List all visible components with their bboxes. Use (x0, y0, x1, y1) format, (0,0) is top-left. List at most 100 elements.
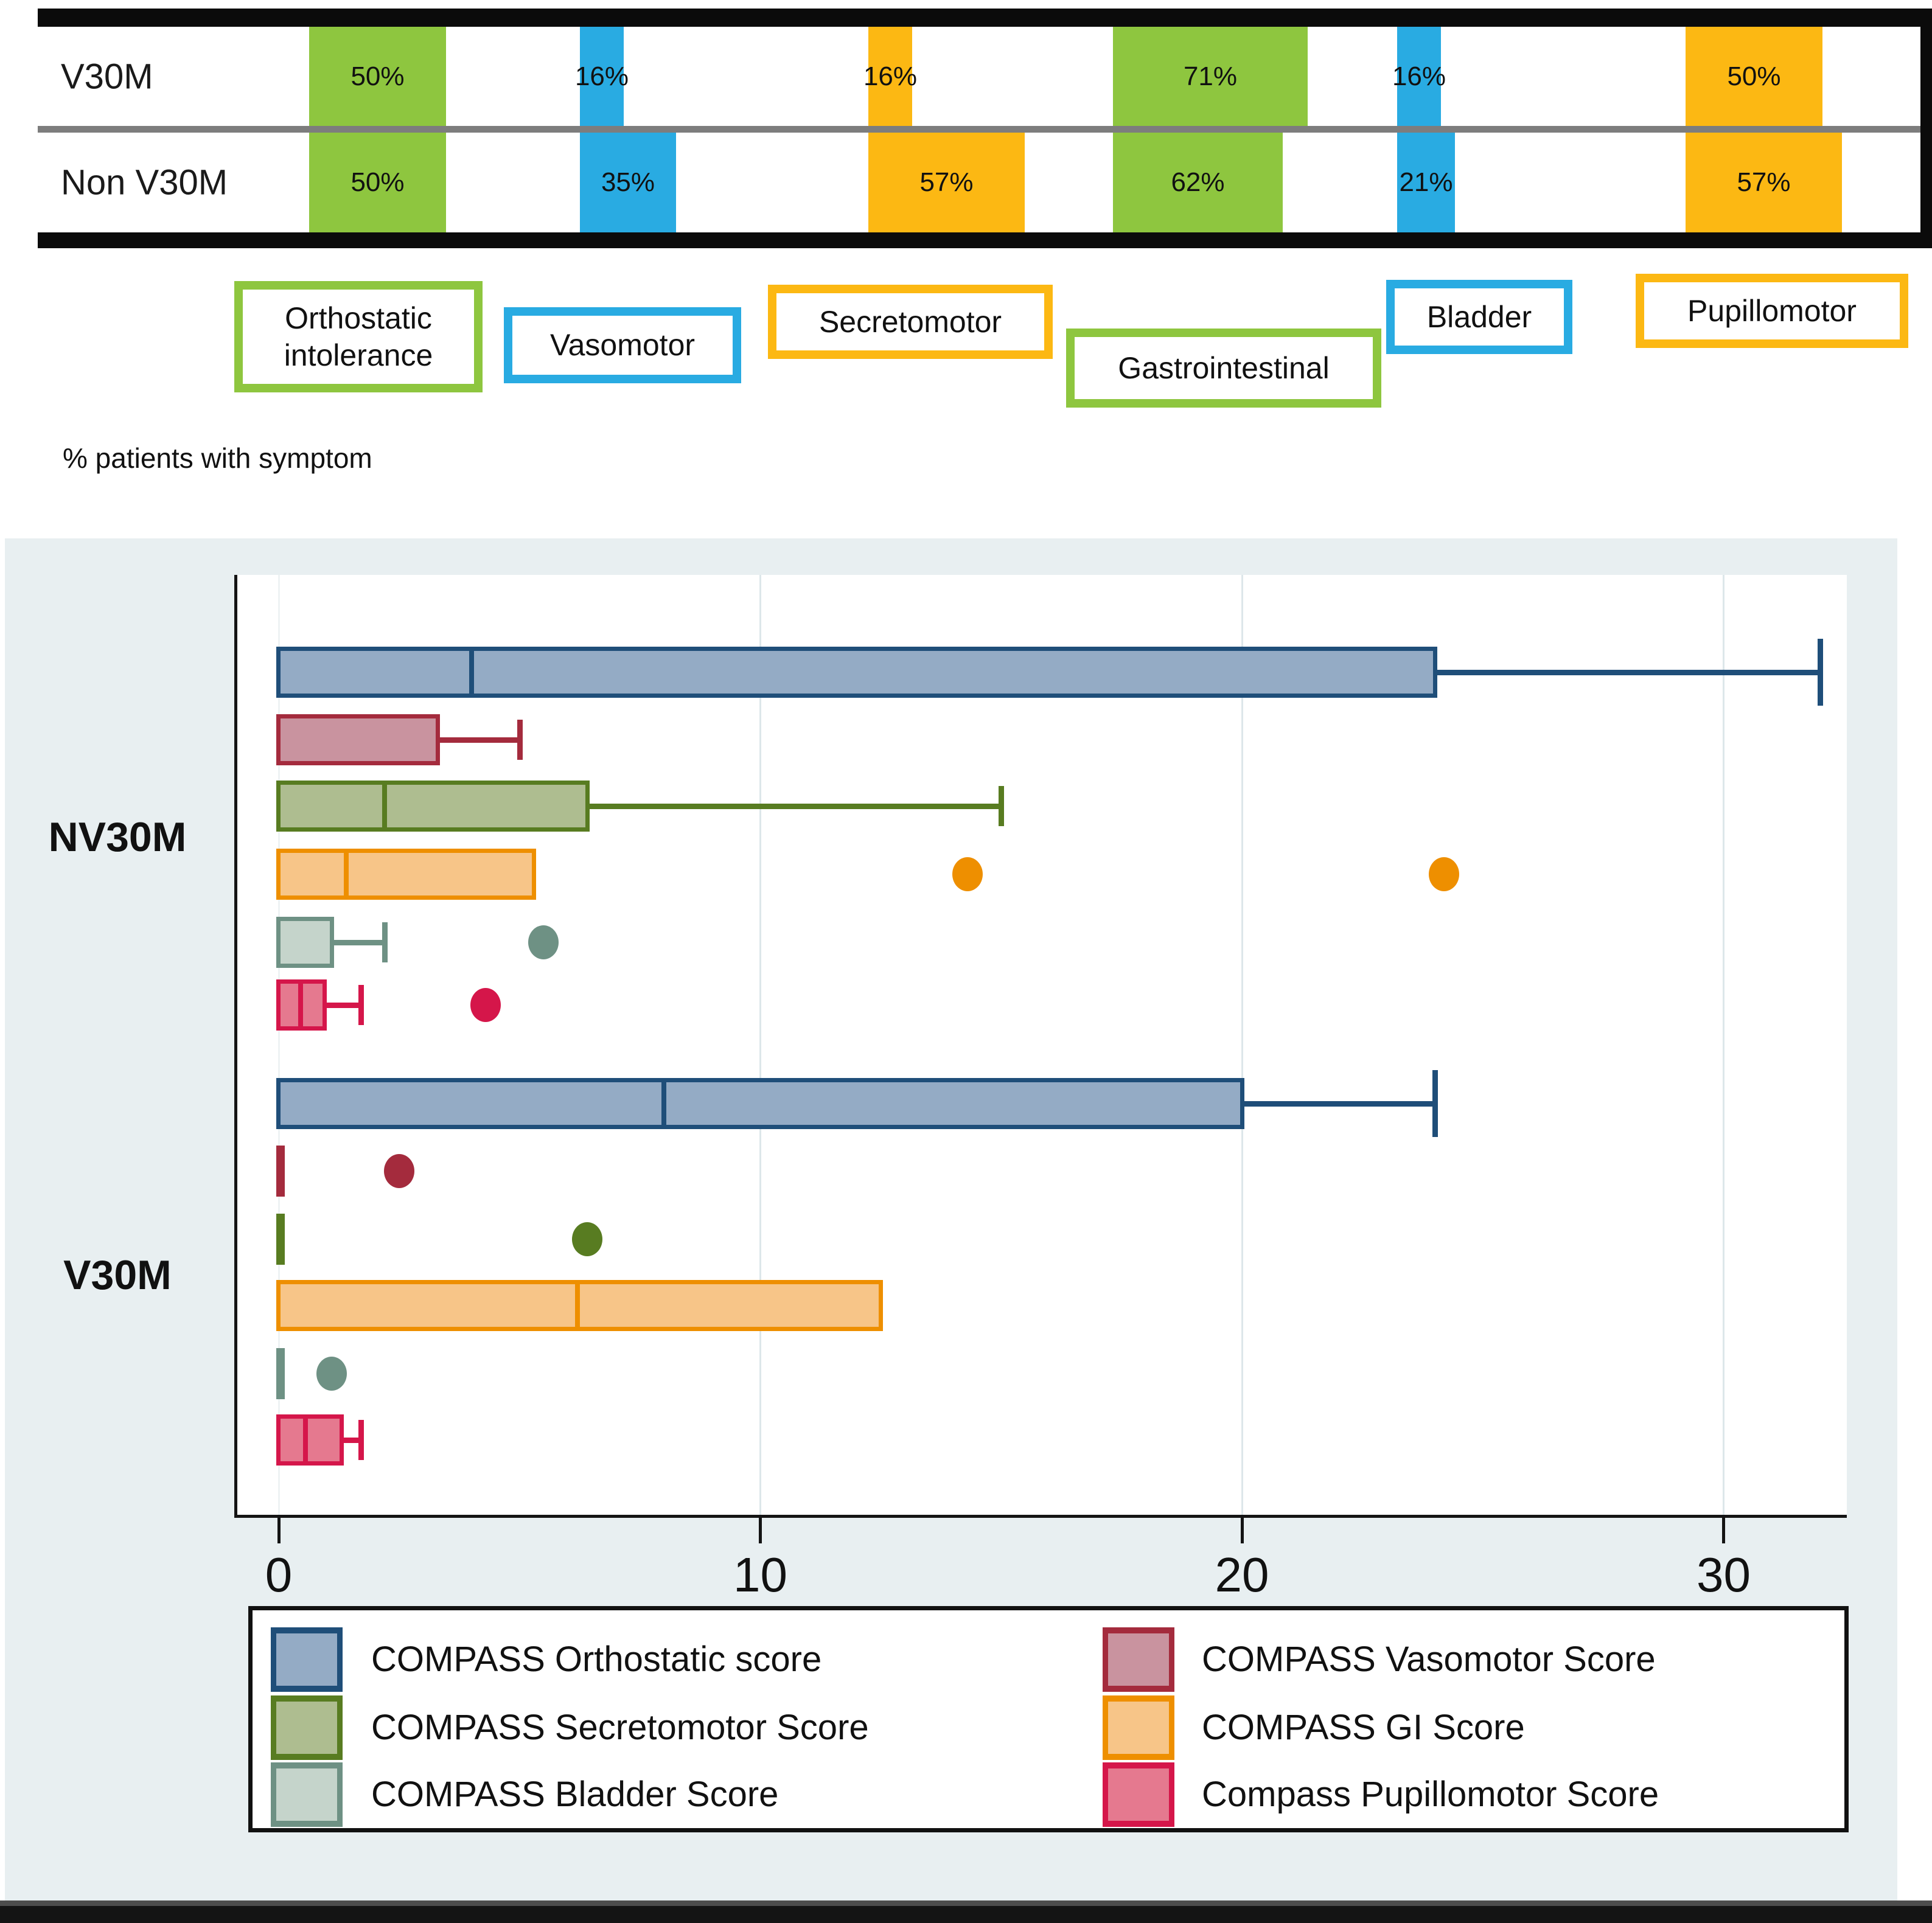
symptom-bar-1-non-v30m: 35% (580, 133, 676, 232)
box-nv30m-compass-bladder-score (276, 917, 335, 968)
box-nv30m-compass-gi-score (276, 849, 537, 900)
x-tick-0 (277, 1518, 281, 1543)
whisker-cap-v30m-compass-orthostatic-score (1432, 1070, 1438, 1137)
box-nv30m-compass-vasomotor-score (276, 714, 441, 765)
median-nv30m-compass-orthostatic-score (469, 647, 474, 698)
whisker-nv30m-compass-vasomotor-score (438, 737, 520, 743)
gridline-x30 (1723, 575, 1725, 1515)
symptom-bar-3-non-v30m: 62% (1113, 133, 1283, 232)
legend-box-orthostatic-intolerance: Orthostatic intolerance (234, 281, 483, 392)
box-nv30m-compass-secretomotor-score (276, 781, 590, 832)
legend-box-gastrointestinal: Gastrointestinal (1066, 329, 1381, 408)
symptom-bar-value: 50% (350, 167, 405, 197)
legend-swatch-compass-gi-score (1103, 1695, 1174, 1760)
whisker-cap-nv30m-compass-vasomotor-score (517, 720, 523, 760)
box-nv30m-compass-orthostatic-score (276, 647, 1437, 698)
whisker-nv30m-compass-secretomotor-score (587, 804, 1002, 809)
legend-box-label: Pupillomotor (1687, 293, 1857, 328)
median-nv30m-compass-pupillomotor-score (298, 979, 303, 1031)
gridline-x0 (277, 575, 280, 1515)
legend-label-compass-bladder-score: COMPASS Bladder Score (371, 1775, 779, 1814)
legend-box-secretomotor: Secretomotor (768, 285, 1053, 359)
symptom-bar-value: 50% (1727, 61, 1781, 91)
outlier-nv30m-compass-gi-score-0 (952, 857, 983, 891)
table-row-v30m: V30M 50% 16% 16% 71% 16% 50% (38, 27, 1920, 126)
row-label-v30m: V30M (61, 57, 153, 96)
symptom-bar-4-v30m: 16% (1392, 27, 1446, 126)
legend-label-compass-secretomotor-score: COMPASS Secretomotor Score (371, 1708, 869, 1747)
symptom-bar-0-non-v30m: 50% (309, 133, 446, 232)
x-tick-30 (1722, 1518, 1725, 1543)
x-tick-label-30: 30 (1697, 1548, 1751, 1602)
x-tick-10 (759, 1518, 762, 1543)
median-nv30m-compass-secretomotor-score (382, 781, 388, 832)
gridline-x20 (1241, 575, 1243, 1515)
figure-bottom-bar-highlight (0, 1900, 1932, 1906)
legend-swatch-compass-pupillomotor-score (1103, 1762, 1174, 1827)
legend-box-label: Vasomotor (549, 328, 696, 362)
legend-swatch-compass-secretomotor-score (271, 1695, 343, 1760)
median-v30m-compass-pupillomotor-score (302, 1414, 308, 1466)
box-v30m-compass-secretomotor-score (276, 1214, 285, 1265)
symptom-bar-0-v30m: 50% (309, 27, 446, 126)
symptom-bar-value: 16% (1392, 61, 1446, 91)
box-v30m-compass-pupillomotor-score (276, 1414, 344, 1466)
symptom-bar-value: 62% (1171, 167, 1225, 197)
outlier-v30m-compass-bladder-score-0 (316, 1357, 347, 1391)
outlier-nv30m-compass-gi-score-1 (1429, 857, 1460, 891)
boxplot-plot-area (234, 575, 1847, 1518)
group-label-nv30m: NV30M (48, 814, 187, 860)
box-v30m-compass-vasomotor-score (276, 1146, 285, 1197)
whisker-v30m-compass-pupillomotor-score (341, 1438, 361, 1443)
symptom-bar-value: 35% (601, 167, 655, 197)
row-label-non-v30m: Non V30M (61, 162, 228, 203)
symptom-bar-value: 71% (1183, 61, 1238, 91)
symptom-bar-value: 57% (919, 167, 974, 197)
outlier-v30m-compass-secretomotor-score-0 (571, 1222, 602, 1256)
symptom-bar-2-v30m: 16% (863, 27, 917, 126)
symptom-bar-3-v30m: 71% (1113, 27, 1308, 126)
symptom-bar-4-non-v30m: 21% (1397, 133, 1455, 232)
legend-swatch-compass-orthostatic-score (271, 1627, 343, 1692)
table-top-border (38, 9, 1932, 27)
outlier-nv30m-compass-pupillomotor-score-0 (470, 988, 501, 1022)
symptom-bar-value: 50% (350, 61, 405, 91)
outlier-nv30m-compass-bladder-score-0 (528, 925, 559, 959)
symptom-bar-5-non-v30m: 57% (1686, 133, 1842, 232)
symptom-bar-1-v30m: 16% (575, 27, 629, 126)
box-v30m-compass-bladder-score (276, 1348, 285, 1399)
symptom-bar-2-non-v30m: 57% (868, 133, 1025, 232)
median-v30m-compass-gi-score (574, 1280, 580, 1331)
median-nv30m-compass-gi-score (343, 849, 349, 900)
legend-label-compass-orthostatic-score: COMPASS Orthostatic score (371, 1640, 822, 1679)
symptom-bar-value: 21% (1399, 167, 1453, 197)
legend-box-label: Orthostatic intolerance (284, 301, 433, 372)
whisker-nv30m-compass-bladder-score (332, 940, 385, 945)
legend-swatch-compass-bladder-score (271, 1762, 343, 1827)
group-label-v30m: V30M (63, 1252, 172, 1298)
symptom-bar-value: 16% (863, 61, 918, 91)
legend-box-pupillomotor: Pupillomotor (1636, 274, 1908, 348)
legend-box-vasomotor: Vasomotor (504, 307, 741, 383)
x-tick-label-0: 0 (265, 1548, 293, 1602)
symptom-bar-5-v30m: 50% (1686, 27, 1822, 126)
table-row-divider (38, 126, 1932, 133)
whisker-cap-nv30m-compass-orthostatic-score (1817, 639, 1823, 706)
whisker-nv30m-compass-orthostatic-score (1434, 670, 1820, 675)
symptom-bar-value: 57% (1737, 167, 1791, 197)
legend-swatch-compass-vasomotor-score (1103, 1627, 1174, 1692)
box-v30m-compass-orthostatic-score (276, 1078, 1244, 1129)
legend-label-compass-vasomotor-score: COMPASS Vasomotor Score (1202, 1640, 1656, 1679)
whisker-cap-v30m-compass-pupillomotor-score (358, 1420, 364, 1460)
legend-box-label: Bladder (1426, 299, 1532, 334)
legend-label-compass-gi-score: COMPASS GI Score (1202, 1708, 1525, 1747)
table-bottom-border (38, 232, 1932, 248)
x-tick-20 (1240, 1518, 1244, 1543)
median-v30m-compass-orthostatic-score (661, 1078, 667, 1129)
table-footnote: % patients with symptom (63, 442, 372, 474)
whisker-cap-nv30m-compass-bladder-score (382, 922, 388, 962)
whisker-cap-nv30m-compass-pupillomotor-score (358, 985, 364, 1025)
whisker-v30m-compass-orthostatic-score (1242, 1101, 1435, 1107)
gridline-x10 (759, 575, 761, 1515)
